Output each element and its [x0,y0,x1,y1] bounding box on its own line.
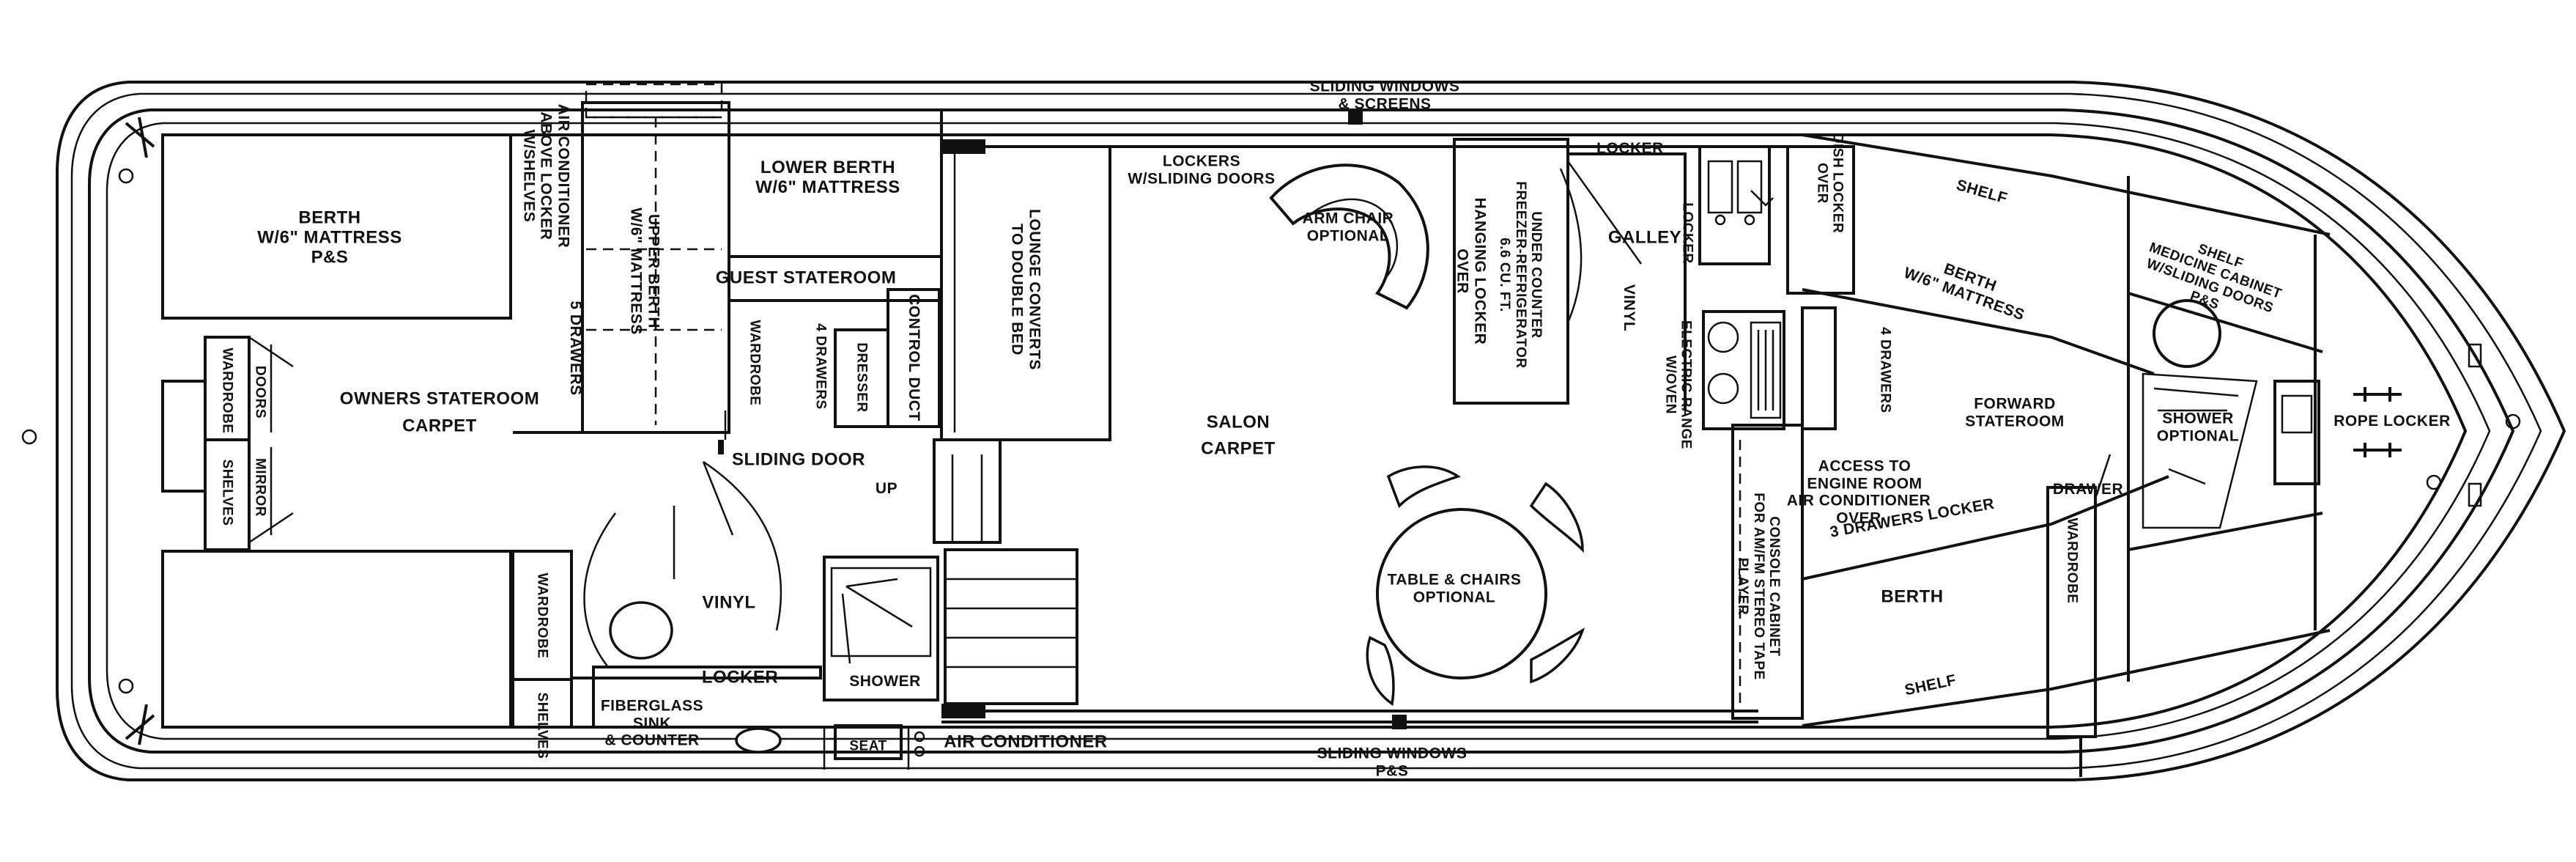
label-sliding-windows-screens: SLIDING WINDOWS & SCREENS [1309,78,1460,112]
label-fiberglass-sink: FIBERGLASS SINK & COUNTER [600,697,704,749]
label-wardrobe-guest: WARDROBE [747,320,763,406]
galley-area [1453,138,1855,720]
label-mirror: MIRROR [252,457,268,517]
label-air-conditioner-over: AIR CONDITIONER OVER [1786,492,1931,526]
label-under-counter-fridge: UNDER COUNTER FREEZER-REFRIGERATOR 6.6 C… [1497,181,1544,369]
label-air-conditioner-above-locker: AIR CONDITIONER ABOVE LOCKER W/SHELVES [520,103,572,248]
label-lockers-sliding-doors: LOCKERS W/SLIDING DOORS [1128,152,1276,187]
label-four-drawers-forward: 4 DRAWERS [1877,327,1893,413]
label-locker-galley-side: LOCKER [1679,202,1695,264]
label-four-drawers-guest: 4 DRAWERS [813,323,829,410]
label-guest-stateroom: GUEST STATEROOM [715,268,897,288]
hull-outline [56,81,2566,781]
label-dresser: DRESSER [854,342,870,413]
label-electric-range: ELECTRIC RANGE W/OVEN [1662,320,1694,449]
label-shower-head: SHOWER [849,673,921,690]
label-berth-owners: BERTH W/6" MATTRESS P&S [257,207,402,268]
label-owners-stateroom: OWNERS STATEROOM [339,388,540,409]
label-forward-stateroom: FORWARD STATEROOM [1965,395,2065,430]
arm-chair [1269,163,1429,310]
salon-windows [941,110,1802,729]
label-seat: SEAT [849,738,887,754]
label-access-engine: ACCESS TO ENGINE ROOM [1807,457,1922,492]
label-shower-optional: SHOWER OPTIONAL [2156,410,2240,444]
label-five-drawers: 5 DRAWERS [566,301,584,396]
label-locker-head: LOCKER [701,667,779,688]
label-salon: SALON [1206,412,1270,432]
head-compartment [511,550,939,770]
label-lower-berth: LOWER BERTH W/6" MATTRESS [755,158,900,197]
label-upper-berth: UPPER BERTH W/6" MATTRESS [628,207,662,335]
forward-head [2127,176,2323,682]
label-carpet-salon: CARPET [1201,438,1276,459]
label-table-chairs: TABLE & CHAIRS OPTIONAL [1387,571,1522,605]
label-sliding-windows-ps: SLIDING WINDOWS P&S [1317,745,1467,779]
label-locker-galley-top: LOCKER [1596,140,1664,158]
label-galley: GALLEY [1607,227,1682,248]
label-hanging-locker: HANGING LOCKER OVER [1454,197,1489,345]
label-doors: DOORS [252,365,268,419]
label-shelves-owners: SHELVES [219,459,235,526]
label-air-conditioner-bottom: AIR CONDITIONER [944,732,1108,752]
label-vinyl-head: VINYL [702,592,756,613]
label-sliding-door: SLIDING DOOR [731,449,866,470]
label-console-cabinet: CONSOLE CABINET FOR AM/FM STEREO TAPE PL… [1735,493,1782,680]
label-dish-locker: DISH LOCKER OVER [1814,133,1846,234]
upper-berth-area [513,83,730,440]
label-wardrobe-head: WARDROBE [534,572,550,659]
label-drawer: DRAWER [2052,481,2124,498]
label-wardrobe-fwd: WARDROBE [2064,517,2080,604]
owners-stateroom-walls [161,133,512,729]
deck-fittings [21,117,2521,745]
label-berth-lower-fwd: BERTH [1881,586,1944,607]
label-rope-locker: ROPE LOCKER [2333,413,2451,430]
label-shelves-head: SHELVES [534,692,550,759]
label-wardrobe-owners: WARDROBE [219,347,235,434]
companionway-stairs [933,438,1078,705]
label-up: UP [875,480,898,498]
label-arm-chair: ARM CHAIR OPTIONAL [1302,210,1394,244]
door-swings [583,440,782,668]
label-carpet-owners: CARPET [402,416,477,436]
label-control-duct: CONTROL DUCT [905,294,922,421]
label-vinyl-galley: VINYL [1620,284,1637,332]
label-lounge-converts: LOUNGE CONVERTS TO DOUBLE BED [1009,209,1043,370]
forward-stateroom-walls [1802,133,2331,777]
table-and-chairs [1366,465,1585,706]
guest-stateroom-walls [728,108,1111,441]
